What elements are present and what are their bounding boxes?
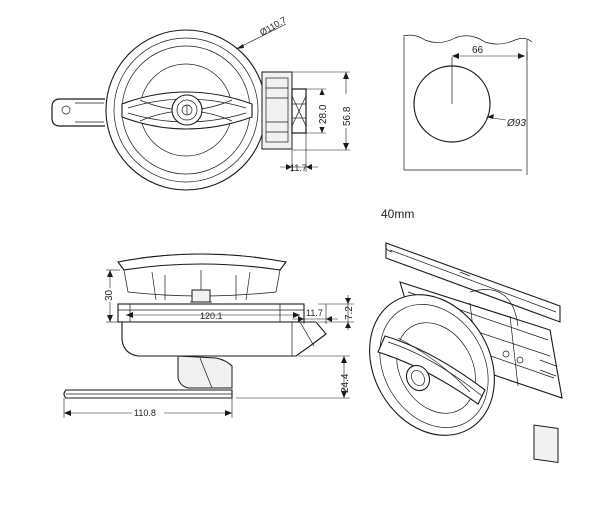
cutout-diameter-label: Ø93 <box>506 118 526 129</box>
side-depth-label: 11.7 <box>306 308 323 318</box>
side-view: 30 120.1 11.7 7.2 24.4 110.8 <box>63 253 355 418</box>
side-total-label: 110.8 <box>134 408 156 418</box>
side-width-label: 120.1 <box>200 311 223 321</box>
front-view: Ø110.7 28.0 56.8 11.7 <box>51 15 353 191</box>
side-handle-label: 24.4 <box>340 373 351 393</box>
height-56-label: 56.8 <box>342 106 353 126</box>
cutout-view: 66 Ø93 <box>402 34 533 175</box>
side-flange-label: 7.2 <box>344 306 355 320</box>
depth-11-label: 11.7 <box>290 163 307 173</box>
height-28-label: 28.0 <box>318 104 329 124</box>
door-thickness-label: 40mm <box>381 207 414 221</box>
cutout-offset-label: 66 <box>472 45 484 56</box>
front-diameter-label: Ø110.7 <box>258 15 288 38</box>
isometric-view <box>369 242 563 463</box>
side-height-label: 30 <box>104 289 115 301</box>
